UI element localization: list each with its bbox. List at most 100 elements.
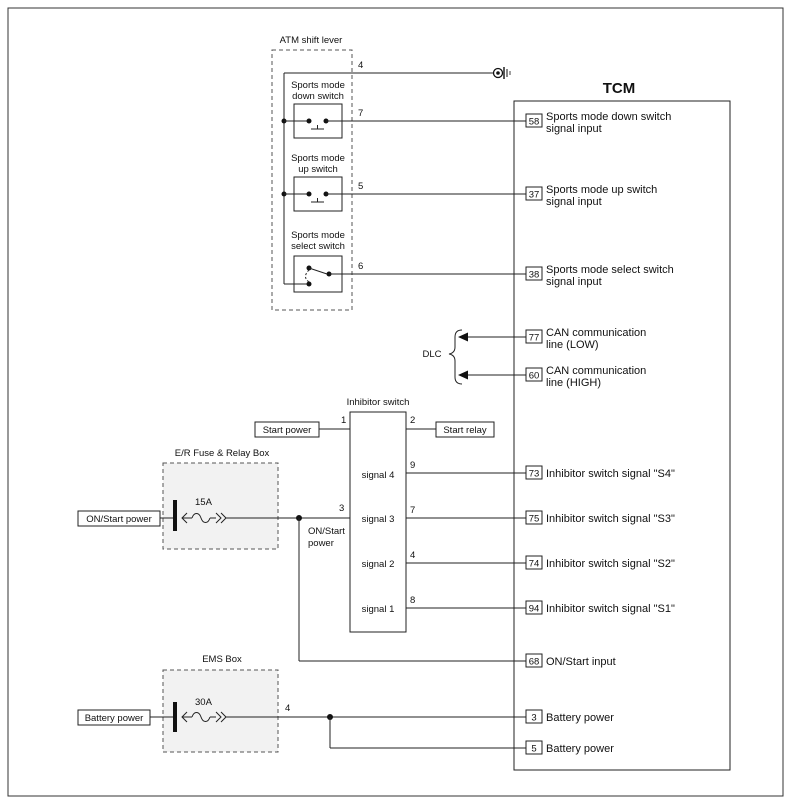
tcm-pin-label: Inhibitor switch signal "S2" [546,558,675,570]
tcm-pin-label: Sports mode down switch [546,111,671,123]
tcm-pin-number-box [525,266,543,281]
shift-lever-title: ATM shift lever [280,35,343,46]
up-switch-label-2: up switch [298,164,338,175]
tcm-pin-5: 5 Battery power [525,740,614,755]
tcm-pin-label: Inhibitor switch signal "S3" [546,513,675,525]
ground-icon [492,67,511,79]
tcm-pin-number: 37 [529,190,540,201]
ems-pin-4: 4 [285,703,290,714]
signal-1-label: signal 1 [362,604,395,615]
down-switch-label-2: down switch [292,91,344,102]
select-switch-label-2: select switch [291,241,345,252]
on-start-power-label: ON/Start power [86,514,151,525]
tcm-pin-94: 94 Inhibitor switch signal "S1" [525,600,675,615]
fuse-30a-icon [181,711,227,723]
signal-3-label: signal 3 [362,514,395,525]
tcm-pin-3: 3 Battery power [525,709,614,724]
tcm-pin-number: 74 [529,559,540,570]
tcm-pin-label: Inhibitor switch signal "S1" [546,603,675,615]
ems-box [162,669,279,753]
ems-box-title: EMS Box [202,654,242,665]
tcm-pin-68: 68 ON/Start input [525,653,616,668]
er-fuse-label: 15A [195,497,213,508]
tcm-pin-number: 94 [529,604,540,615]
inhibitor-pin-2: 2 [410,415,415,426]
battery-power-label: Battery power [85,713,144,724]
tcm-pin-number-box [525,653,543,668]
tcm-pin-number: 38 [529,270,540,281]
tcm-pin-number-box [525,367,543,382]
shift-pin-7: 7 [358,108,363,119]
tcm-pin-label-line2: signal input [546,276,602,288]
tcm-pin-label-line2: line (LOW) [546,339,599,351]
signal-pin-8: 8 [410,595,415,606]
select-switch-label-1: Sports mode [291,230,345,241]
start-relay-label: Start relay [443,425,487,436]
signal-4-label: signal 4 [362,470,395,481]
dlc-label: DLC [422,349,441,360]
tcm-pin-number-box [525,465,543,480]
tcm-pin-label: Battery power [546,712,614,724]
up-switch-label-1: Sports mode [291,153,345,164]
tcm-pin-number-box [525,555,543,570]
inhibitor-switch-box [349,411,407,633]
tcm-box [513,100,731,771]
tcm-pin-label-line2: signal input [546,123,602,135]
shift-pin-4: 4 [358,60,363,71]
on-start-label-1: ON/Start [308,526,345,537]
on-start-label-2: power [308,538,334,549]
inhibitor-pin-1: 1 [341,415,346,426]
tcm-pin-label-line2: line (HIGH) [546,377,601,389]
start-relay-box [435,421,495,438]
start-power-label: Start power [263,425,312,436]
signal-pin-7: 7 [410,505,415,516]
tcm-pin-label: ON/Start input [546,656,616,668]
tcm-pin-label: Sports mode select switch [546,264,674,276]
signal-2-label: signal 2 [362,559,395,570]
tcm-pin-number-box [525,600,543,615]
tcm-pin-label: CAN communication [546,327,646,339]
dlc-arrow-high [458,370,468,380]
dlc-brace [448,329,463,385]
tcm-pin-number: 75 [529,514,540,525]
tcm-pin-number-box [525,740,543,755]
down-switch-label-1: Sports mode [291,80,345,91]
tcm-pin-74: 74 Inhibitor switch signal "S2" [525,555,675,570]
tcm-pin-label: Inhibitor switch signal "S4" [546,468,675,480]
diagram-frame [7,7,784,797]
er-box [162,462,279,550]
inhibitor-title: Inhibitor switch [347,397,410,408]
tcm-pin-number: 60 [529,371,540,382]
er-box-title: E/R Fuse & Relay Box [175,448,270,459]
tcm-pin-number-box [525,113,543,128]
tcm-pin-number: 5 [531,744,536,755]
tcm-pin-label: Sports mode up switch [546,184,657,196]
inhibitor-pin-3: 3 [339,503,344,514]
tcm-pin-73: 73 Inhibitor switch signal "S4" [525,465,675,480]
tcm-pin-number: 73 [529,469,540,480]
signal-pin-9: 9 [410,460,415,471]
dlc-arrow-low [458,332,468,342]
tcm-pin-label: Battery power [546,743,614,755]
tcm-pin-label: CAN communication [546,365,646,377]
tcm-pin-number: 68 [529,657,540,668]
tcm-pin-number-box [525,186,543,201]
tcm-pin-number: 58 [529,117,540,128]
tcm-pin-label-line2: signal input [546,196,602,208]
tcm-pin-number-box [525,329,543,344]
signal-pin-4: 4 [410,550,415,561]
shift-lever-box [271,49,353,311]
shift-pin-6: 6 [358,261,363,272]
tcm-pin-number: 3 [531,713,536,724]
tcm-title: TCM [603,80,636,97]
ems-fuse-label: 30A [195,697,213,708]
tcm-pin-number-box [525,709,543,724]
tcm-pin-75: 75 Inhibitor switch signal "S3" [525,510,675,525]
